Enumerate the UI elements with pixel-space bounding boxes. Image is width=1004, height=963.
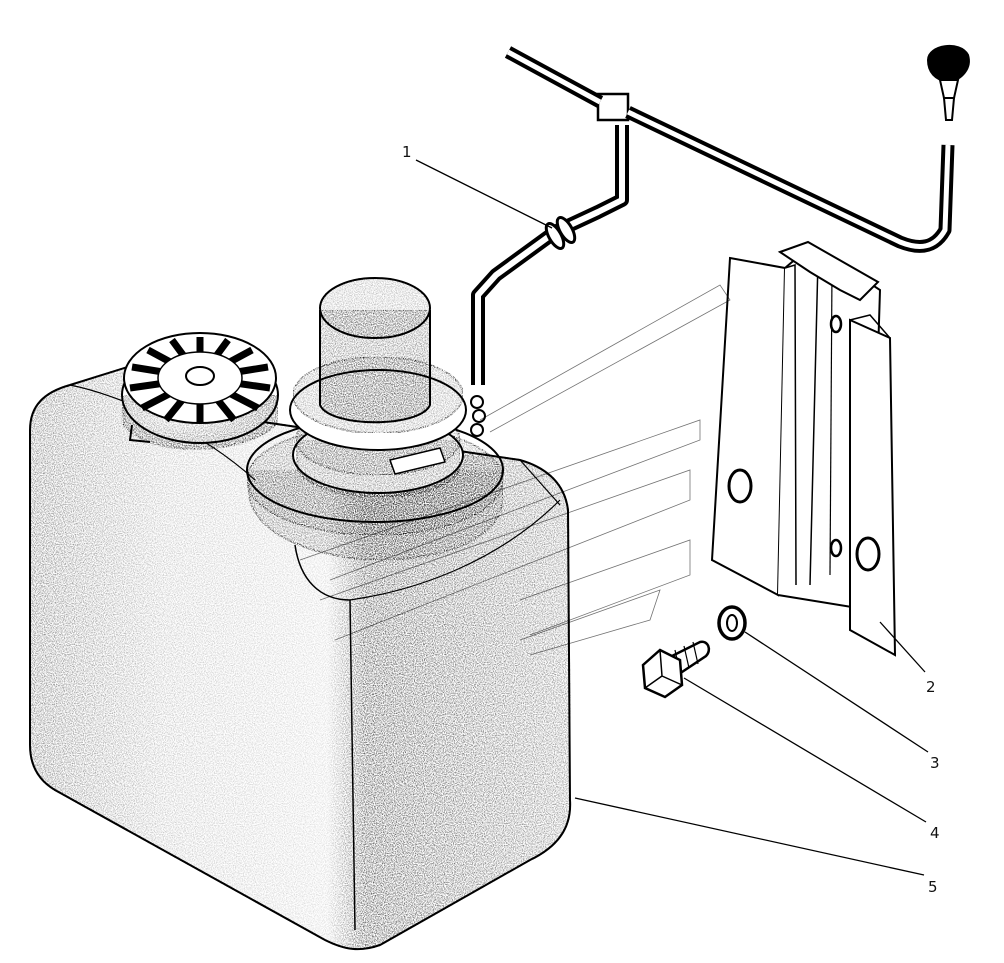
pump-motor <box>319 277 431 424</box>
leader-line-5 <box>574 797 925 876</box>
filler-cap <box>121 332 279 451</box>
washer-hose <box>471 46 955 385</box>
leader-line-2 <box>879 621 926 673</box>
leader-line-3 <box>744 631 929 753</box>
callout-label-5: 5 <box>928 878 938 896</box>
callout-label-4: 4 <box>930 824 940 842</box>
callout-labels: 1 2 3 4 5 <box>402 143 940 896</box>
callout-label-3: 3 <box>930 754 940 772</box>
washer-nozzle <box>926 44 970 121</box>
bolt <box>641 640 711 699</box>
leader-line-4 <box>683 677 927 823</box>
callout-label-1: 1 <box>402 143 412 161</box>
callout-leaders <box>415 159 929 876</box>
pump-outlet-fittings <box>470 395 486 437</box>
background-watermark-lines <box>299 284 731 656</box>
mounting-bracket <box>710 240 897 657</box>
spring-washer <box>717 605 747 641</box>
callout-label-2: 2 <box>926 678 936 696</box>
leader-line-1 <box>415 159 553 229</box>
